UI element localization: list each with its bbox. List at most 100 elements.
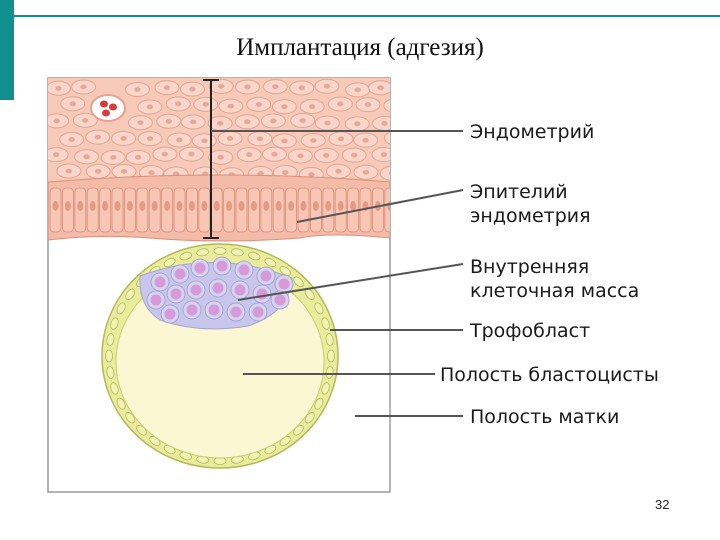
leader-inner-cell-mass <box>237 263 464 301</box>
label-blastocyst-cavity: Полость бластоцисты <box>440 364 659 386</box>
trophoblast-cell <box>125 412 136 424</box>
trophoblast-cell <box>264 257 277 267</box>
stroma-cell-nucleus <box>189 119 197 125</box>
epithelial-cell-nucleus <box>77 201 84 211</box>
inner-cell-nucleus <box>238 264 250 276</box>
stroma-cell-nucleus <box>161 151 169 157</box>
epithelial-cell-nucleus <box>64 201 71 211</box>
stroma-cell-nucleus <box>354 87 361 93</box>
stroma-cell-nucleus <box>393 136 399 141</box>
stroma-cell-nucleus <box>281 138 288 144</box>
stroma-cell-nucleus <box>227 103 234 109</box>
epithelial-cell-nucleus <box>151 201 158 211</box>
inner-cell-nucleus <box>164 308 176 320</box>
inner-cell-nucleus <box>186 304 198 316</box>
epithelial-cell-nucleus <box>238 201 245 211</box>
blood-vessel <box>90 94 126 122</box>
stroma-cell-nucleus <box>52 152 60 158</box>
inner-cell-nucleus <box>230 306 242 318</box>
stroma-cell-nucleus <box>381 121 388 126</box>
stroma-cell-nucleus <box>69 101 76 107</box>
trophoblast-cell <box>179 251 192 261</box>
trophoblast-cell <box>196 248 209 257</box>
trophoblast-cell <box>327 349 335 363</box>
label-epithelium-line2: эндометрия <box>470 205 591 227</box>
stroma-cell-nucleus <box>323 83 331 89</box>
stroma-cell-nucleus <box>134 154 142 160</box>
inner-cell-nucleus <box>212 282 224 294</box>
stroma-cell-nucleus <box>163 85 171 91</box>
stroma-cell-nucleus <box>255 102 262 107</box>
stroma-cells <box>48 78 399 183</box>
epithelial-cell-nucleus <box>201 201 208 211</box>
stroma-cell-nucleus <box>189 86 196 92</box>
stroma-cell-nucleus <box>148 170 155 176</box>
stroma-cell-nucleus <box>354 121 361 127</box>
stroma-cell-nucleus <box>175 101 182 107</box>
epithelial-cell-nucleus <box>176 201 183 211</box>
stroma-cell-nucleus <box>218 83 225 89</box>
epithelial-cell-nucleus <box>250 201 257 211</box>
stroma-cell-nucleus <box>165 118 172 124</box>
inner-cell-nucleus <box>278 278 290 290</box>
trophoblast-cell <box>321 382 330 395</box>
epithelial-cell-nucleus <box>89 201 96 211</box>
epithelial-cell-nucleus <box>288 201 295 211</box>
trophoblast-cell <box>116 397 126 410</box>
stroma-cell-nucleus <box>94 134 101 140</box>
stroma-cell-nucleus <box>380 152 388 157</box>
stroma-cell-nucleus <box>388 171 390 176</box>
stroma-cell-nucleus <box>335 168 342 174</box>
trophoblast-cell <box>279 266 291 276</box>
stroma-cell <box>383 131 390 145</box>
stroma-cell-nucleus <box>244 119 251 125</box>
stroma-cell-nucleus <box>256 136 264 142</box>
stroma-cell-nucleus <box>281 104 288 110</box>
epithelial-cell <box>384 187 390 233</box>
stroma-cell-nucleus <box>244 84 251 90</box>
label-epithelium-line1: Эпителий <box>470 181 568 203</box>
leader-epithelium <box>296 189 464 223</box>
stroma-cell-nucleus <box>110 155 117 160</box>
label-endometrium: Эндометрий <box>470 121 595 143</box>
stroma-cell-nucleus <box>364 102 372 108</box>
trophoblast-cell <box>213 247 227 255</box>
epithelial-cell-nucleus <box>337 201 344 211</box>
stroma-cell-nucleus <box>146 136 154 141</box>
stroma-cell-nucleus <box>323 153 330 158</box>
stroma-cell-nucleus <box>270 118 277 124</box>
stroma-cell-nucleus <box>202 101 209 107</box>
epithelial-cell-nucleus <box>275 201 282 211</box>
inner-cell-nucleus <box>194 262 206 274</box>
epithelial-cell-nucleus <box>102 201 109 211</box>
trophoblast-cell <box>125 288 136 300</box>
stroma-cell-nucleus <box>246 152 253 157</box>
endometrium-extent-bar <box>203 79 219 239</box>
stroma-cell-nucleus <box>216 120 224 126</box>
stroma-cell-nucleus <box>201 138 208 144</box>
label-uterine-cavity: Полость матки <box>470 406 620 428</box>
trophoblast-cell <box>314 302 324 315</box>
accent-side-bar <box>0 0 14 100</box>
inner-cell-nucleus <box>274 294 286 306</box>
epithelial-cell-nucleus <box>350 201 357 211</box>
trophoblast-cell <box>231 248 244 257</box>
epithelial-cell-nucleus <box>300 201 307 211</box>
trophoblast-cell <box>106 366 115 379</box>
inner-cell-nucleus <box>174 268 186 280</box>
stroma-cell-nucleus <box>137 120 144 125</box>
stroma-cell-nucleus <box>350 152 358 158</box>
inner-cell-mass-cells <box>146 256 294 324</box>
epithelial-cell-nucleus <box>213 201 220 211</box>
stroma-cell-nucleus <box>120 169 128 174</box>
trophoblast-cell <box>304 412 315 424</box>
stroma-cell-nucleus <box>53 118 60 124</box>
label-inner-mass-line2: клеточная масса <box>470 280 640 302</box>
stroma-cell-nucleus <box>55 85 62 91</box>
stroma-cell-nucleus <box>80 84 87 90</box>
inner-cell-nucleus <box>256 288 268 300</box>
trophoblast-cell <box>314 397 324 410</box>
epithelial-cell-nucleus <box>139 201 146 211</box>
stroma-cell-nucleus <box>83 154 90 160</box>
trophoblast-cell <box>110 317 119 330</box>
